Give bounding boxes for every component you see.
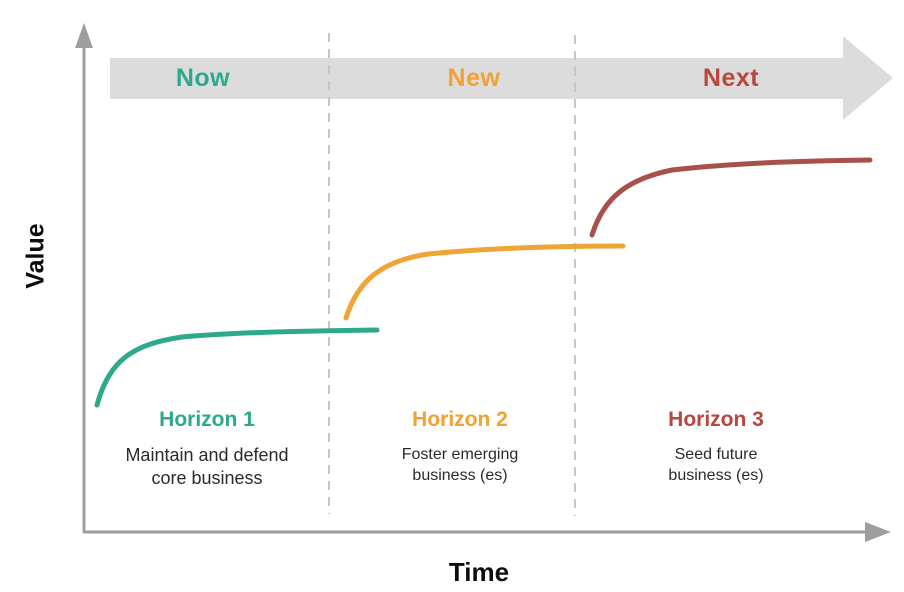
phase-label-now: Now <box>175 64 231 92</box>
horizon-3-block: Horizon 3 Seed future business (es) <box>668 408 764 486</box>
horizon-2-curve <box>343 243 626 321</box>
phase-banner <box>110 58 843 99</box>
horizon-2-description-line-2: business (es) <box>412 467 508 484</box>
time-axis-label: Time <box>448 557 510 587</box>
horizon-3-description-line-2: business (es) <box>668 467 764 484</box>
horizon-2-description-line-1: Foster emerging <box>401 446 519 463</box>
phase-label-next: Next <box>702 64 760 92</box>
horizon-2-block: Horizon 2 Foster emerging business (es) <box>402 408 519 486</box>
phase-label-new: New <box>447 64 501 92</box>
horizon-1-description-line-2: core business <box>151 468 263 488</box>
horizon-1-title: Horizon 1 <box>159 408 255 431</box>
horizon-1-block: Horizon 1 Maintain and defend core busin… <box>125 408 288 490</box>
y-axis-arrowhead-icon <box>75 23 93 48</box>
horizon-3-title: Horizon 3 <box>668 408 764 431</box>
horizon-1-description-line-1: Maintain and defend <box>125 445 289 465</box>
horizon-3-curve <box>589 157 873 238</box>
horizon-2-title: Horizon 2 <box>412 408 508 431</box>
value-axis-label: Value <box>21 223 50 289</box>
x-axis-arrowhead-icon <box>865 522 891 542</box>
horizon-1-curve <box>94 327 380 408</box>
horizon-3-description-line-1: Seed future <box>674 446 758 463</box>
phase-banner-arrowhead-icon <box>843 36 893 120</box>
